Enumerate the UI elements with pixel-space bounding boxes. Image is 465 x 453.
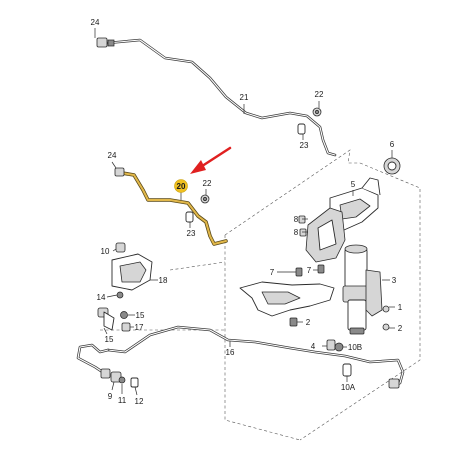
callout-9: 16 — [226, 348, 235, 357]
callout-18: 10 — [101, 247, 110, 256]
callout-labels: 24 21 22 23 24 20 22 23 6 5 8 8 7 7 3 1 … — [91, 18, 403, 406]
callout-2: 1 — [398, 303, 403, 312]
leader-lines — [94, 28, 395, 396]
callout-10a: 10B — [348, 343, 362, 352]
callout-16: 15 — [105, 335, 114, 344]
bracket-14 — [111, 242, 153, 299]
callout-20-badge — [174, 179, 188, 193]
callout-5: 5 — [351, 180, 356, 189]
callout-4: 2 — [306, 318, 311, 327]
callout-6: 6 — [390, 140, 395, 149]
upper-bracket — [295, 207, 346, 277]
callout-22: 22 — [203, 179, 212, 188]
callout-22: 22 — [315, 90, 324, 99]
callout-14: 18 — [159, 276, 168, 285]
brake-line-21 — [96, 37, 337, 157]
callout-24: 24 — [108, 151, 117, 160]
callout-15: 14 — [97, 293, 106, 302]
callout-10b: 4 — [311, 342, 316, 351]
callout-24: 24 — [91, 18, 100, 27]
callout-1: 3 — [392, 276, 397, 285]
grommet-6 — [383, 157, 401, 175]
callout-3: 7 — [270, 268, 275, 277]
callout-13: 12 — [135, 397, 144, 406]
callout-10: 10A — [341, 383, 356, 392]
parts-10 — [326, 339, 352, 377]
brake-line-20-highlighted — [114, 167, 228, 246]
callout-8: 8 — [294, 215, 299, 224]
fasteners-15-17 — [97, 307, 131, 332]
fittings — [185, 107, 322, 223]
callout-17: 15 — [136, 311, 145, 320]
callout-20: 20 — [177, 182, 186, 191]
callout-8: 8 — [294, 228, 299, 237]
cylinder-1 — [342, 244, 390, 335]
callout-12: 11 — [118, 396, 127, 405]
assembly-outline — [100, 149, 421, 441]
fasteners-11-13 — [110, 371, 139, 388]
callout-21: 21 — [240, 93, 249, 102]
callout-2: 2 — [398, 324, 403, 333]
callout-7: 7 — [307, 266, 312, 275]
callout-23: 23 — [187, 229, 196, 238]
callout-11: 9 — [108, 392, 113, 401]
callout-15: 17 — [135, 323, 144, 332]
brake-line-9 — [76, 325, 405, 389]
red-arrow-icon — [190, 146, 232, 174]
callout-23: 23 — [300, 141, 309, 150]
lower-bracket-3 — [239, 281, 335, 327]
